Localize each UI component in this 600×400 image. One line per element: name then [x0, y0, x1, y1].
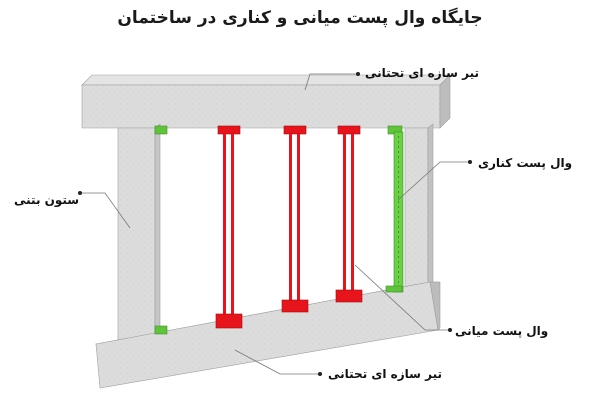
label-middle-wall-post: وال پست میانی — [455, 324, 549, 338]
label-concrete-column: ستون بتنی — [14, 193, 80, 207]
label-top-beam: تیر سازه ای تحتانی — [365, 66, 480, 80]
right-column — [404, 123, 434, 291]
label-side-wall-post: وال پست کناری — [478, 156, 573, 170]
leader-lines — [80, 73, 470, 375]
label-bottom-beam: تیر سازه ای تحتانی — [328, 367, 443, 381]
diagram-title: جایگاه وال پست میانی و کناری در ساختمان — [117, 8, 483, 28]
left-side-brackets — [154, 125, 168, 335]
side-wall-post — [385, 125, 404, 293]
leader-dots — [78, 72, 472, 376]
middle-wall-post-3 — [335, 125, 363, 303]
left-column — [117, 123, 161, 341]
top-beam — [81, 74, 451, 129]
middle-wall-post-2 — [281, 125, 309, 313]
middle-wall-post-1 — [215, 125, 243, 329]
